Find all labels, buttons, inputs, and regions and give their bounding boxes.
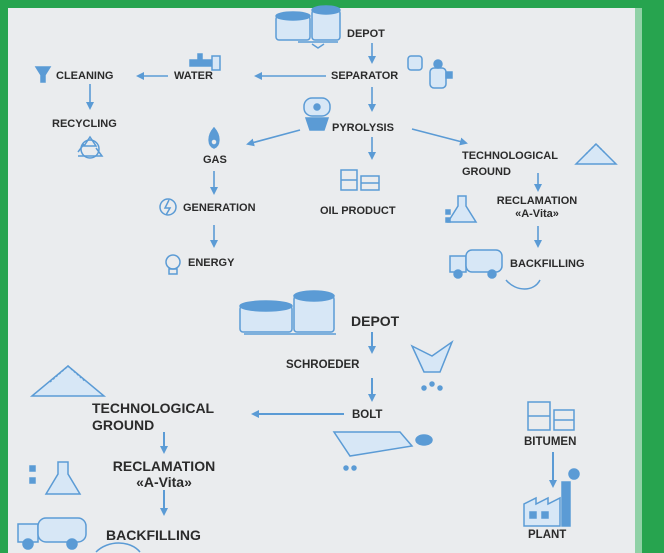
label-backfilling-2: BACKFILLING <box>106 527 201 543</box>
label-pyrolysis: PYROLYSIS <box>332 122 394 134</box>
storage-tanks-large-icon <box>239 290 336 335</box>
label-ground: GROUND <box>462 166 511 178</box>
label-ground-2: GROUND <box>92 417 155 433</box>
label-technological-2: TECHNOLOGICAL <box>92 400 215 416</box>
top-border <box>0 0 664 8</box>
gas-flame-icon <box>208 126 220 149</box>
label-water: WATER <box>174 70 213 82</box>
pyrolysis-reactor-icon <box>303 97 331 131</box>
filter-funnel-icon <box>34 66 52 83</box>
dump-truck-large-icon <box>17 517 141 553</box>
label-backfilling: BACKFILLING <box>510 258 585 270</box>
label-reclamation: RECLAMATION <box>496 195 578 207</box>
side-stripe-light <box>635 8 642 553</box>
ground-pile-icon <box>574 142 618 165</box>
recycle-icon <box>77 135 104 159</box>
arrow-pyrolysis-gas <box>246 129 301 147</box>
label-reclamation-2: RECLAMATION <box>112 458 216 474</box>
lab-flask-large-icon <box>29 461 82 495</box>
bottom-flow-arrows <box>160 332 557 516</box>
storage-tanks-icon <box>275 5 341 49</box>
label-cleaning: CLEANING <box>56 70 114 82</box>
shredder-icon <box>410 339 454 391</box>
arrow-pyrolysis-ground <box>411 128 468 146</box>
label-depot-2: DEPOT <box>351 313 400 329</box>
label-bitumen: BITUMEN <box>524 436 577 448</box>
light-bulb-icon <box>165 254 181 275</box>
label-generation: GENERATION <box>183 202 256 214</box>
label-plant: PLANT <box>528 529 567 541</box>
oil-barrels-icon <box>340 169 380 191</box>
ground-pile-large-icon <box>29 364 107 397</box>
water-tap-icon <box>189 53 221 71</box>
separator-machine-icon <box>407 55 453 89</box>
label-separator: SEPARATOR <box>331 70 399 82</box>
bolt-conveyor-icon <box>332 431 433 471</box>
label-bolt: BOLT <box>352 409 383 421</box>
side-stripe-dark <box>642 8 664 553</box>
label-gas: GAS <box>203 154 227 166</box>
dump-truck-icon <box>449 249 541 290</box>
lab-flask-icon <box>445 195 478 223</box>
power-generation-icon <box>159 198 177 216</box>
label-technological: TECHNOLOGICAL <box>462 150 558 162</box>
factory-icon <box>523 468 580 527</box>
label-energy: ENERGY <box>188 257 235 269</box>
top-flow-arrows <box>86 43 542 248</box>
label-recycling: RECYCLING <box>52 118 117 130</box>
label-a-vita-2: «A-Vita» <box>136 474 192 490</box>
label-schroeder: SCHROEDER <box>286 359 360 371</box>
label-oil-product: OIL PRODUCT <box>320 205 396 217</box>
bitumen-barrels-icon <box>527 401 575 431</box>
label-a-vita: «A-Vita» <box>515 208 559 220</box>
label-depot: DEPOT <box>347 28 385 40</box>
